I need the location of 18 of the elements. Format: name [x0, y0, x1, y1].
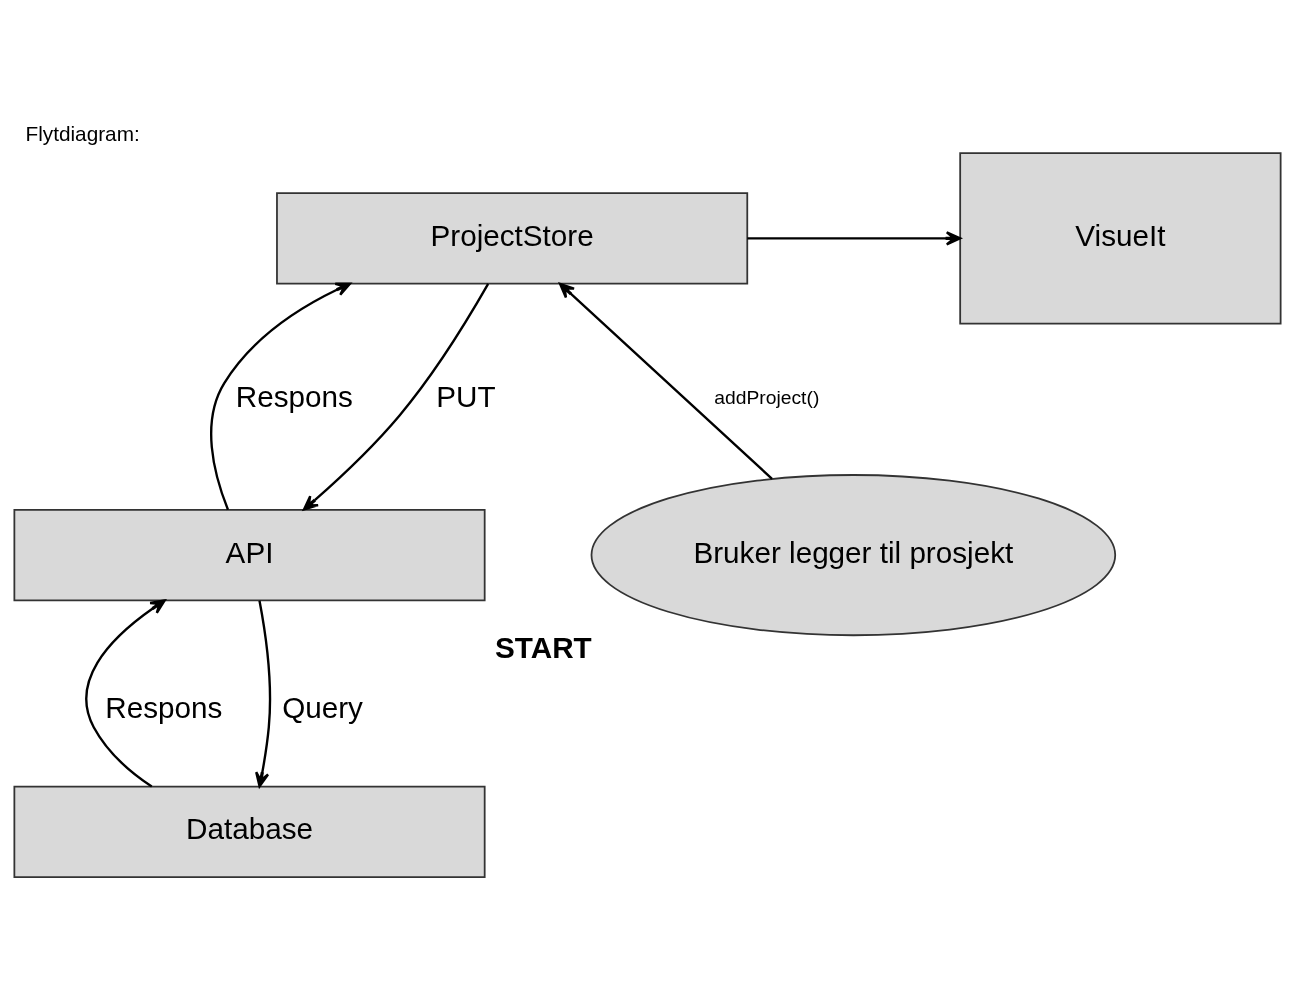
edge-label: Respons [105, 691, 223, 725]
edge-label: addProject() [714, 387, 820, 409]
diagram-title: Flytdiagram: [25, 122, 140, 146]
arrow [85, 599, 166, 788]
node-box: VisueIt [959, 152, 1282, 325]
arrow [747, 231, 962, 246]
arrow [302, 283, 490, 511]
edge-label: PUT [436, 379, 496, 413]
arrow [255, 600, 272, 788]
node-box: API [13, 509, 486, 602]
node-box: ProjectStore [276, 192, 749, 285]
arrow [558, 282, 773, 480]
edge-label: Query [282, 691, 363, 725]
node-box: Database [13, 785, 486, 878]
edge-label: Respons [235, 379, 353, 413]
arrow [210, 282, 352, 511]
node-ellipse: Bruker legger til prosjekt [590, 474, 1117, 637]
node-label: START [495, 630, 592, 664]
